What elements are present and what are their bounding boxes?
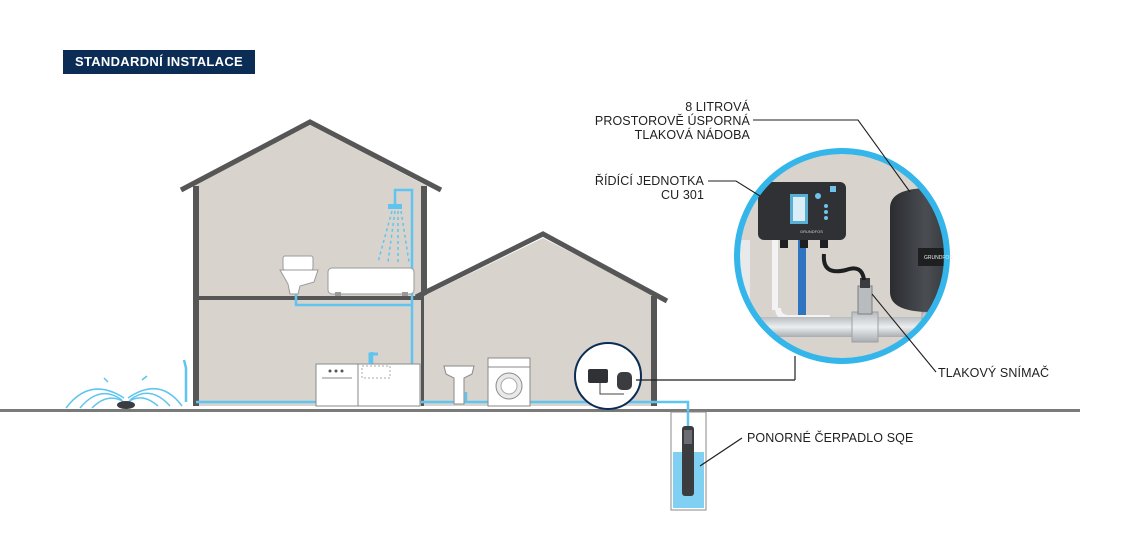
sprinkler	[65, 375, 183, 409]
label-submersible-pump: PONORNÉ ČERPADLO SQE	[747, 431, 914, 445]
detail-lens	[734, 148, 950, 364]
small-device-group	[574, 342, 796, 410]
label-vessel-line-2: PROSTOROVĚ ÚSPORNÁ	[594, 114, 750, 128]
title-badge: STANDARDNÍ INSTALACE	[63, 50, 256, 74]
well	[670, 411, 743, 511]
label-pressure-sensor: TLAKOVÝ SNÍMAČ	[938, 366, 1050, 380]
label-pressure-vessel: 8 LITROVÁ PROSTOROVĚ ÚSPORNÁ TLAKOVÁ NÁD…	[560, 100, 750, 142]
label-unit-line-1: ŘÍDÍCÍ JEDNOTKA	[594, 174, 704, 188]
bathtub	[327, 267, 415, 296]
unit-logo: GRUNDFOS	[800, 229, 823, 234]
washbasin	[443, 365, 475, 405]
vessel-logo: GRUNDFOS	[924, 255, 953, 261]
label-control-unit: ŘÍDÍCÍ JEDNOTKA CU 301	[540, 174, 704, 202]
label-vessel-line-1: 8 LITROVÁ	[685, 100, 750, 114]
leader-lines	[708, 119, 937, 373]
sprinkler-head	[117, 401, 135, 409]
toilet	[279, 255, 319, 295]
label-unit-line-2: CU 301	[661, 188, 704, 202]
shower	[377, 204, 410, 263]
washing-machine	[487, 357, 531, 407]
kitchen-counter	[315, 352, 421, 407]
label-vessel-line-3: TLAKOVÁ NÁDOBA	[634, 128, 750, 142]
ground-line	[0, 409, 1080, 412]
